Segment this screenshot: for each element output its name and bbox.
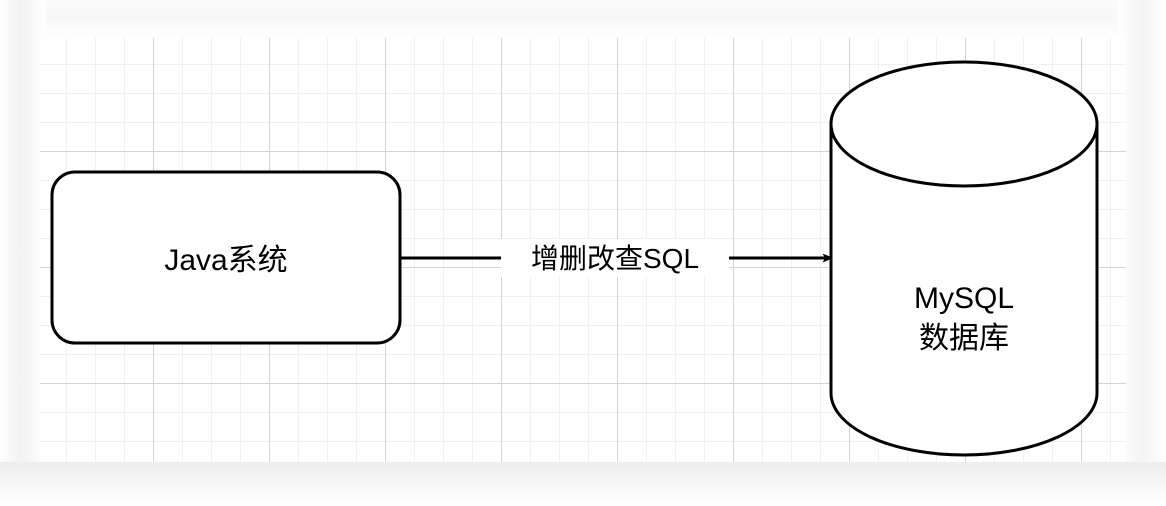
mysql-cylinder-body: [829, 122, 1099, 457]
crud-sql-label-mask: [501, 239, 729, 277]
node-java-system[interactable]: Java系统: [50, 170, 402, 345]
node-mysql-database[interactable]: MySQL 数据库: [829, 60, 1099, 457]
mysql-database-label-line2: 数据库: [919, 322, 1009, 355]
crud-sql-label: 增删改查SQL: [531, 243, 699, 274]
java-system-label: Java系统: [164, 244, 287, 277]
edge-crud-sql[interactable]: 增删改查SQL: [400, 239, 834, 277]
mysql-database-label-line1: MySQL: [914, 282, 1014, 315]
mysql-cylinder-top: [829, 60, 1099, 188]
